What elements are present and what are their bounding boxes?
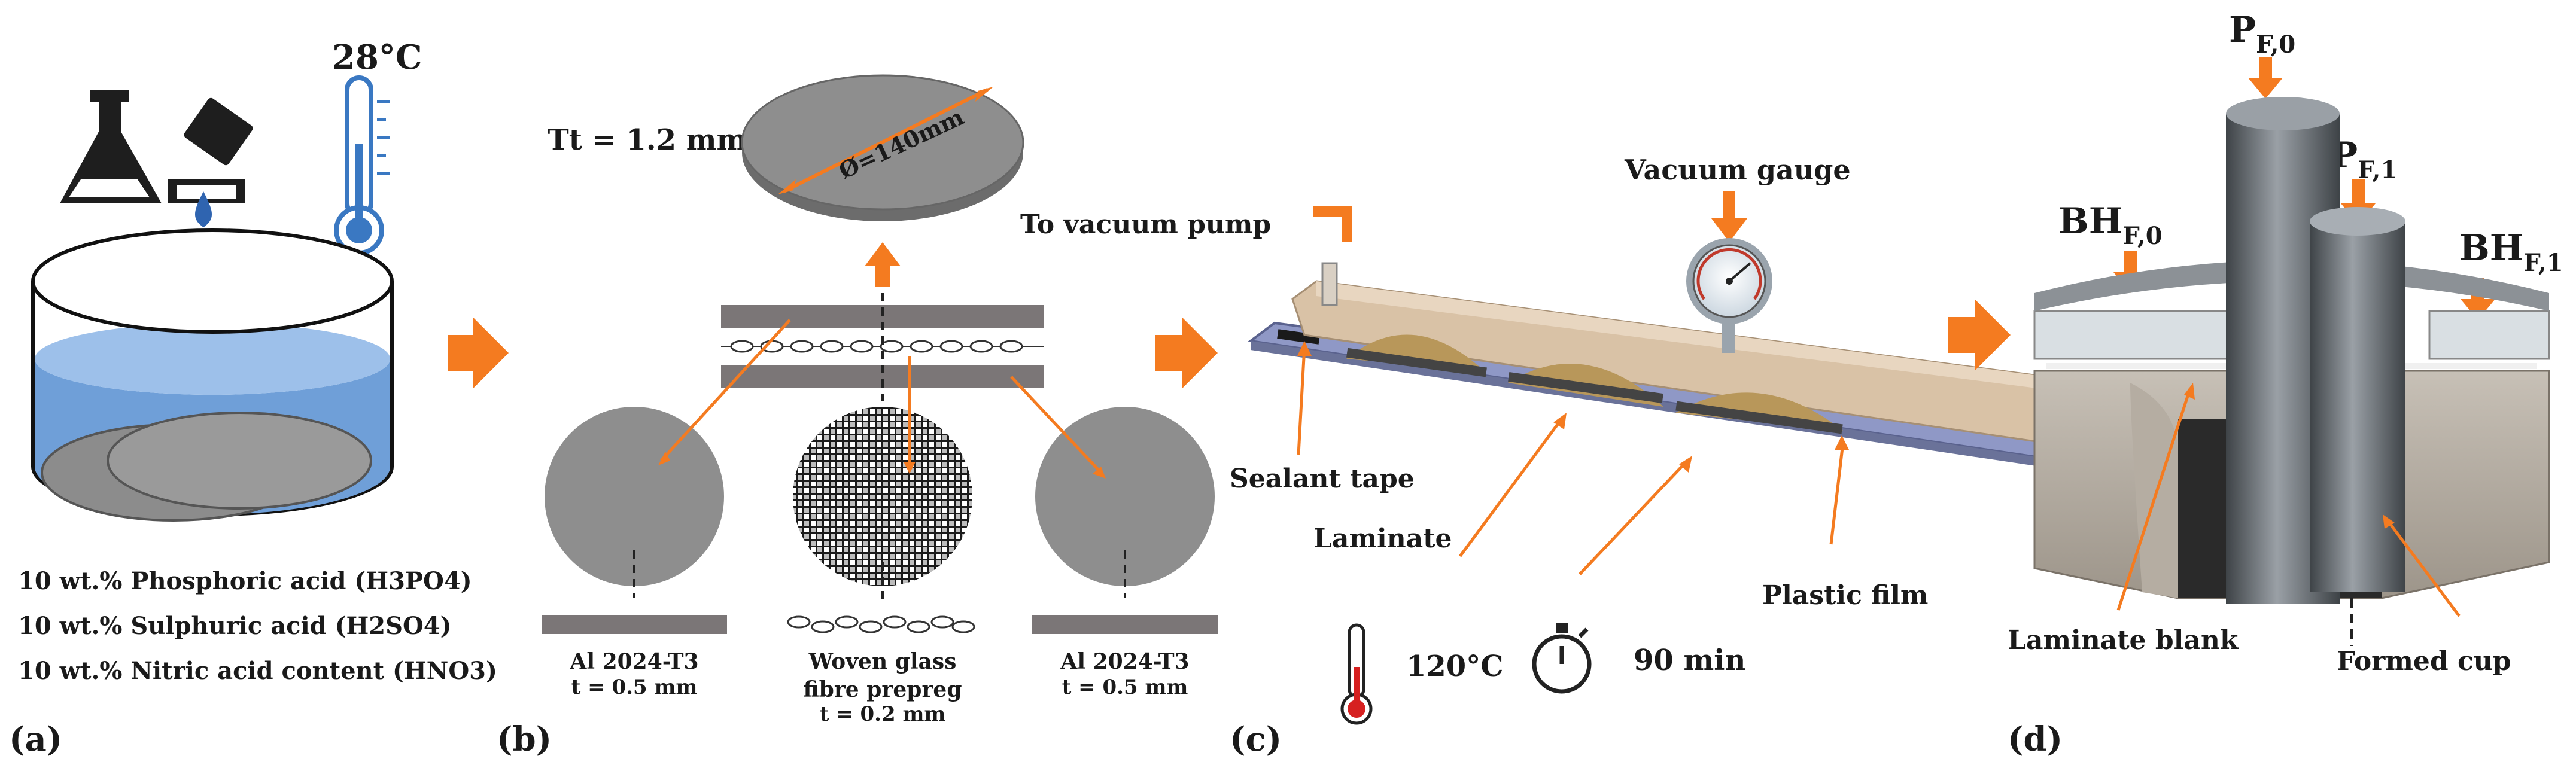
force-arrow (2461, 278, 2495, 320)
thermometer-icon (1340, 623, 1373, 725)
acid-bath (31, 228, 394, 522)
punch-force-1: PF,1 (2331, 135, 2397, 184)
formed-cup-label: Formed cup (2337, 646, 2511, 677)
force-arrow (2248, 57, 2283, 99)
laminate-plies (1346, 334, 1843, 434)
acid-2: 10 wt.% Sulphuric acid (H2SO4) (18, 612, 452, 640)
sealant-tape (1277, 329, 1320, 345)
layer-3-name: Al 2024-T3 (1060, 649, 1189, 674)
layer-2-name-line2: fibre prepreg (803, 677, 962, 702)
al-disc-right (1032, 407, 1218, 634)
vacuum-pump-label: To vacuum pump (1020, 209, 1271, 240)
blank-holder-1: BHF,1 (2459, 227, 2563, 277)
pump-arrow (1313, 206, 1352, 242)
layer-2-name-line1: Woven glass (808, 649, 957, 674)
bath-temperature: 28°C (332, 38, 422, 77)
laminate-label: Laminate (1313, 523, 1452, 554)
al-disc-left (542, 407, 727, 634)
panel-a: 28°C 10 wt.% Phosphoric acid (H3PO4) 10 … (9, 38, 497, 759)
vacuum-gauge-label: Vacuum gauge (1624, 154, 1851, 186)
plastic-film-label: Plastic film (1762, 580, 1929, 611)
panel-d-label: (d) (2008, 720, 2063, 759)
stopwatch-icon (1532, 623, 1592, 694)
cure-time: 90 min (1634, 644, 1745, 677)
drop-icon (195, 191, 212, 227)
callout-line (2116, 388, 2461, 617)
laminate-disc: Ø=140mm (741, 74, 1024, 221)
panel-b-label: (b) (497, 720, 552, 759)
sealant-tape-label: Sealant tape (1230, 464, 1415, 494)
total-thickness: Tt = 1.2 mm (548, 123, 747, 157)
punch-inner (2310, 207, 2405, 592)
cure-temperature: 120°C (1406, 650, 1503, 683)
panel-a-label: (a) (9, 720, 62, 759)
aluminium-disc (107, 412, 372, 510)
gauge-arrow (1711, 191, 1747, 242)
flask-icon (60, 90, 253, 203)
thermometer-icon (334, 75, 390, 255)
layer-connector (660, 319, 1102, 474)
layer-1-thickness: t = 0.5 mm (571, 675, 698, 699)
step-arrow (1948, 299, 2011, 371)
acid-3: 10 wt.% Nitric acid content (HNO3) (18, 657, 497, 685)
layer-3-thickness: t = 0.5 mm (1062, 675, 1188, 699)
panel-d: PF,0 PF,1 BHF,0 BHF,1 (2008, 9, 2563, 759)
prepreg-disc (787, 407, 975, 633)
step-arrow (448, 317, 509, 389)
step-arrow (1155, 317, 1218, 389)
callout-line (1297, 346, 1845, 575)
vacuum-gauge (1686, 238, 1772, 353)
acid-1: 10 wt.% Phosphoric acid (H3PO4) (18, 567, 472, 595)
vacuum-valve (1321, 262, 1338, 306)
panel-c-label: (c) (1230, 720, 1282, 759)
layer-1-name: Al 2024-T3 (569, 649, 698, 674)
blank-holder-0: BHF,0 (2058, 200, 2163, 250)
up-arrow (865, 242, 901, 287)
layer-2-thickness: t = 0.2 mm (820, 702, 946, 726)
panel-b: Tt = 1.2 mm Ø=140mm (497, 74, 1218, 759)
laminate-blank-label: Laminate blank (2008, 625, 2239, 656)
layer-stack (721, 293, 1044, 401)
punch-force-0: PF,0 (2229, 9, 2295, 59)
